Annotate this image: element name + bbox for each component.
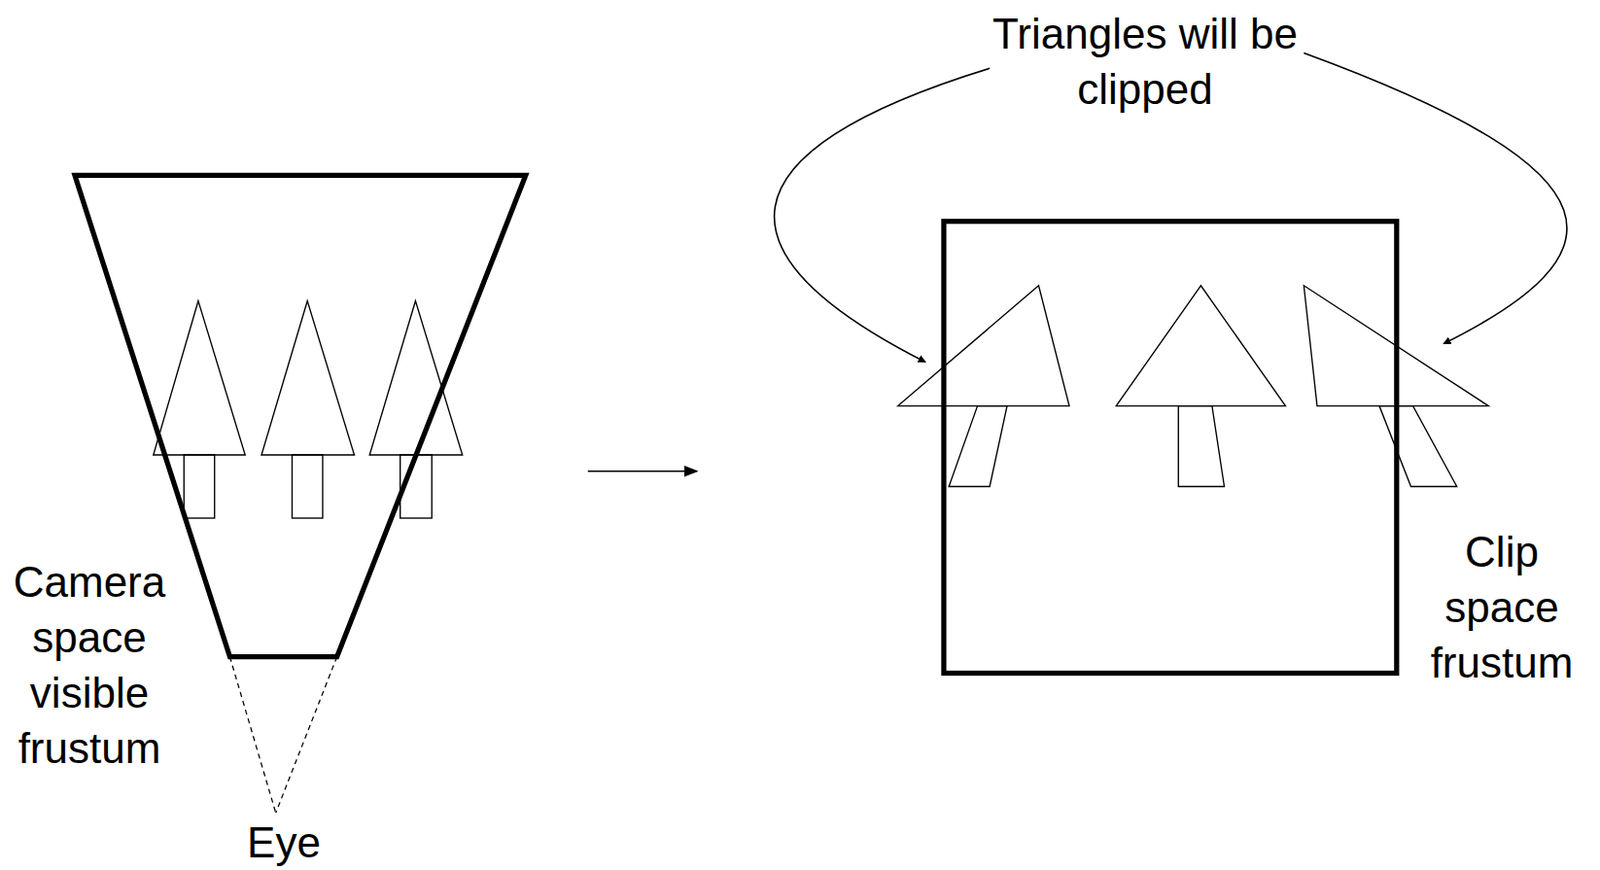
callout-arrow <box>1303 53 1567 345</box>
eye-ray <box>276 657 338 814</box>
eye-ray <box>229 657 276 814</box>
region-label: Camera space visible frustum <box>1 554 177 776</box>
transform-arrow <box>588 470 697 473</box>
tree-set <box>898 285 1490 487</box>
eye-label: Eye <box>225 820 343 866</box>
callout-arrow <box>774 68 991 362</box>
region-label: Clip space frustum <box>1419 523 1585 691</box>
callout-label: Triangles will be clipped <box>984 5 1306 117</box>
clip-frustum <box>943 221 1397 674</box>
tree-set <box>153 301 463 519</box>
